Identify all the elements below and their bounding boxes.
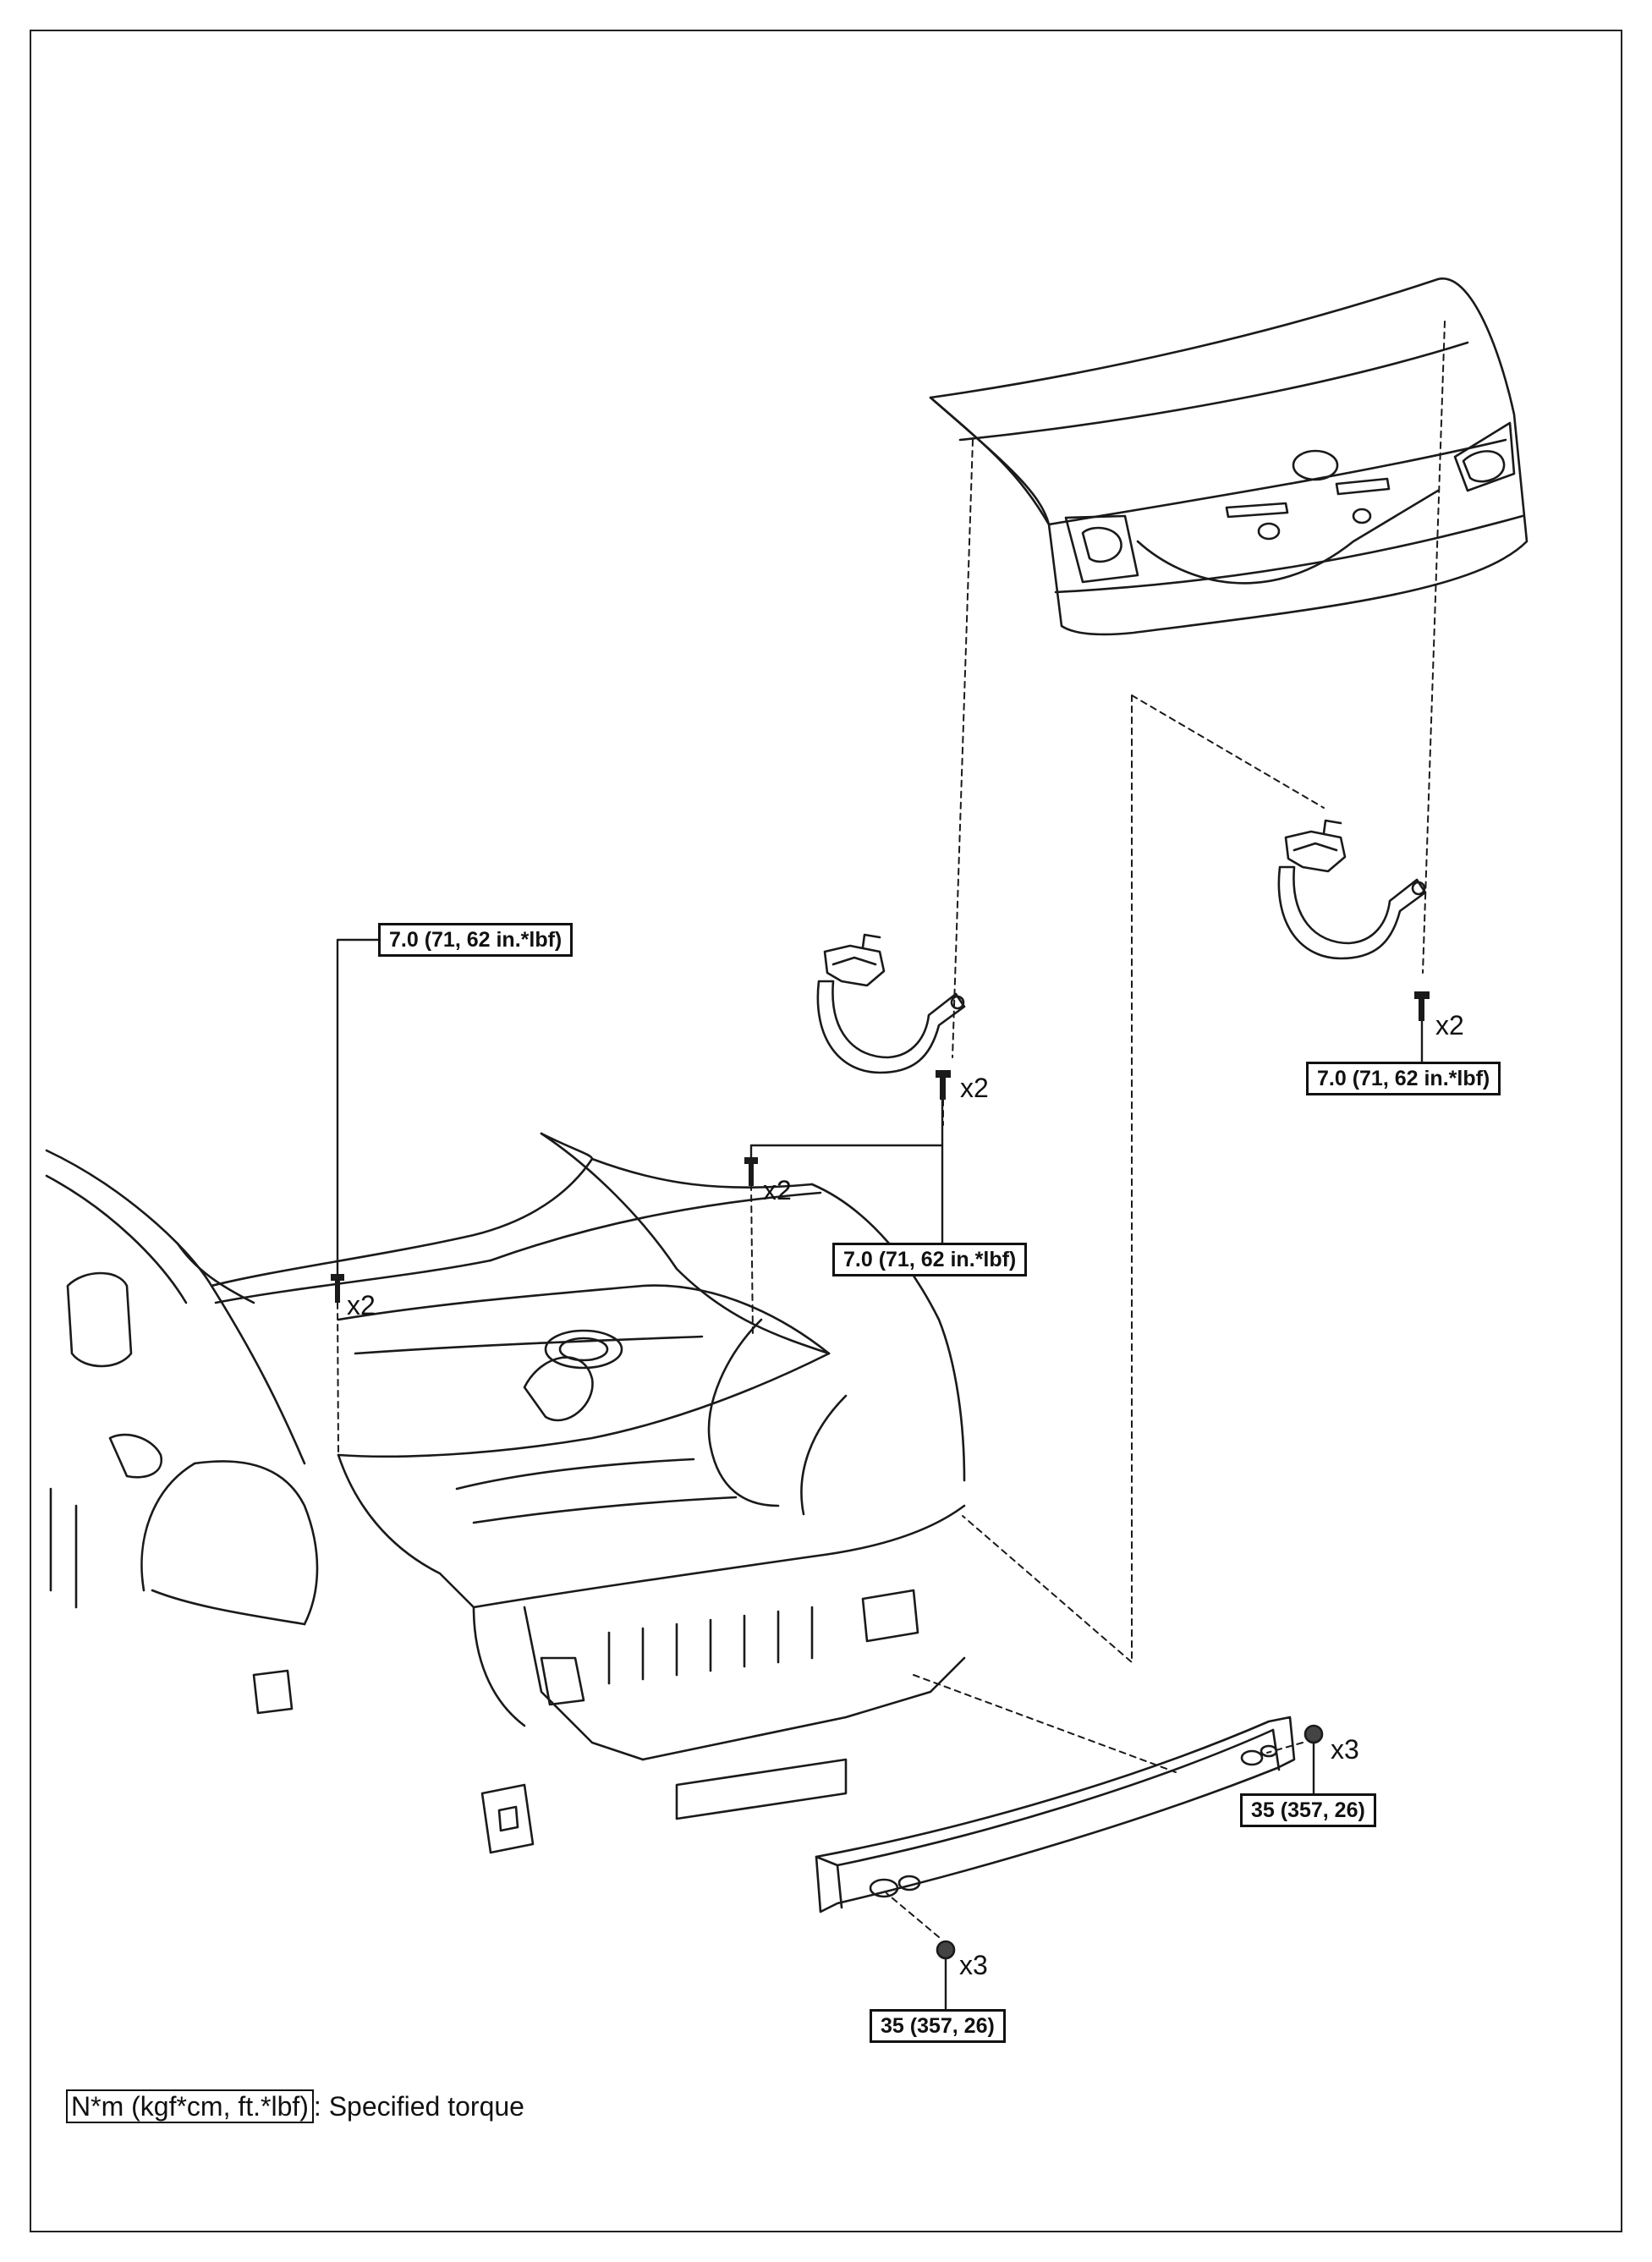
luggage-door-panel bbox=[929, 277, 1529, 636]
bolt-center-a bbox=[936, 1070, 951, 1100]
bolt-left bbox=[331, 1274, 344, 1303]
nut-bumper-right bbox=[1303, 1724, 1324, 1744]
legend-description: : Specified torque bbox=[313, 2091, 524, 2122]
qty-right-bolts: x2 bbox=[1435, 1010, 1464, 1040]
diagram-frame bbox=[30, 30, 1622, 2232]
torque-callout-bumper-right: 35 (357, 26) bbox=[1240, 1793, 1376, 1827]
vehicle-body-rear bbox=[45, 1132, 966, 1854]
nut-bumper-bottom bbox=[936, 1940, 956, 1960]
legend-unit-box: N*m (kgf*cm, ft.*lbf) bbox=[66, 2089, 314, 2123]
torque-legend: N*m (kgf*cm, ft.*lbf): Specified torque bbox=[66, 2088, 524, 2125]
rear-bumper-reinforcement bbox=[815, 1716, 1296, 1913]
hinge-left bbox=[816, 933, 966, 1074]
torque-callout-center: 7.0 (71, 62 in.*lbf) bbox=[832, 1243, 1028, 1276]
qty-bumper-nuts-bottom: x3 bbox=[959, 1950, 988, 1980]
alignment-lines bbox=[337, 321, 1446, 1938]
hinge-right bbox=[1277, 819, 1427, 960]
bolt-right bbox=[1414, 991, 1430, 1021]
torque-callout-right: 7.0 (71, 62 in.*lbf) bbox=[1306, 1062, 1501, 1095]
qty-center-bolt-a: x2 bbox=[960, 1073, 989, 1103]
leader-lines bbox=[336, 938, 1424, 2011]
qty-center-bolt-b: x2 bbox=[763, 1175, 792, 1205]
qty-left-bolts: x2 bbox=[347, 1290, 376, 1320]
qty-bumper-nuts-right: x3 bbox=[1331, 1734, 1359, 1765]
bolt-center-b bbox=[744, 1157, 758, 1186]
torque-callout-left: 7.0 (71, 62 in.*lbf) bbox=[378, 923, 574, 957]
torque-callout-bumper-bottom: 35 (357, 26) bbox=[870, 2009, 1006, 2043]
